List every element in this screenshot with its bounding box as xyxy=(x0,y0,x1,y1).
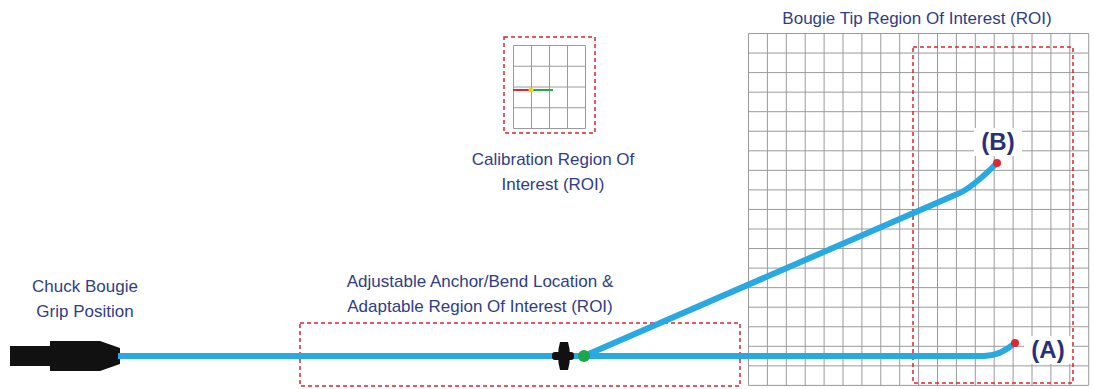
grid-line xyxy=(514,107,586,108)
region-label: Bougie Tip Region Of Interest (ROI) xyxy=(742,6,1092,31)
chuck-back xyxy=(10,346,52,366)
grid-line xyxy=(749,92,1089,93)
grid-line xyxy=(749,326,1089,327)
callout-letter: (B) xyxy=(974,128,1022,156)
grid-line xyxy=(749,33,1089,34)
callout-letter: (A) xyxy=(1024,336,1072,364)
bougie-tip-a xyxy=(984,343,1015,356)
grid-line xyxy=(749,170,1089,171)
grid-line xyxy=(749,53,1089,54)
chuck-front xyxy=(50,341,120,371)
grid-line xyxy=(749,248,1089,249)
grid-line xyxy=(514,87,586,88)
grid-line xyxy=(749,268,1089,269)
grip-label: Chuck Bougie Grip Position xyxy=(20,274,150,324)
calibration-green xyxy=(531,89,553,91)
grid-line xyxy=(749,365,1089,366)
anchor-roi: Adjustable Anchor/Bend Location & Adapta… xyxy=(315,269,645,319)
anchor-bar xyxy=(552,352,574,360)
tip-a-dot xyxy=(1011,339,1019,347)
grid-line xyxy=(749,72,1089,73)
grid-line xyxy=(514,66,586,67)
grid-line xyxy=(749,287,1089,288)
grid-line xyxy=(514,128,586,129)
calibration-roi: Calibration Region Of Interest (ROI) xyxy=(458,147,648,197)
bend-point xyxy=(578,350,590,362)
grid-line xyxy=(749,385,1089,386)
grid-line xyxy=(749,150,1089,151)
grid-line xyxy=(514,45,586,46)
calibration-roi-outline xyxy=(504,37,595,133)
region-label: Adjustable Anchor/Bend Location & Adapta… xyxy=(315,269,645,319)
bougie-straight xyxy=(118,353,985,359)
tip-b-dot xyxy=(993,159,1001,167)
grid-line xyxy=(749,111,1089,112)
grid-line xyxy=(749,307,1089,308)
tip-roi: Bougie Tip Region Of Interest (ROI) xyxy=(742,6,1092,31)
calibration-dot xyxy=(529,88,534,93)
region-label: Calibration Region Of Interest (ROI) xyxy=(458,147,648,197)
grid-line xyxy=(749,189,1089,190)
calibration-red xyxy=(513,89,531,91)
tip-roi-inner-outline xyxy=(913,47,1073,383)
calibration-grid xyxy=(514,46,586,129)
grid-line xyxy=(749,131,1089,132)
grid-line xyxy=(749,229,1089,230)
bougie-bent-b xyxy=(584,163,997,356)
